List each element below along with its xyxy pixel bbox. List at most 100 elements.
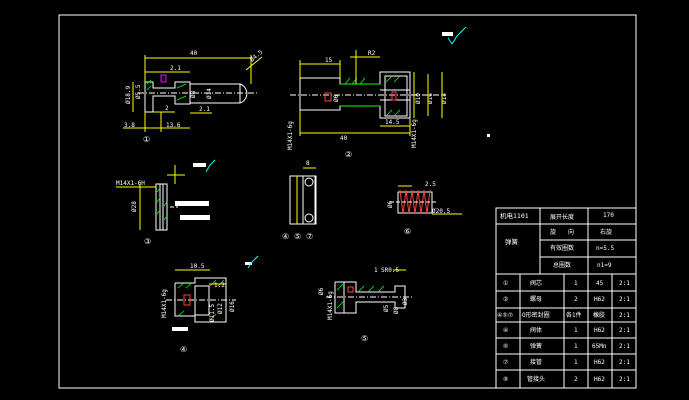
dim-dia-10: Ø10 <box>415 93 422 104</box>
pl-scale-4: 2:1 <box>619 327 630 334</box>
tb-row-value-4: n1=9 <box>597 262 612 269</box>
pl-scale-5: 2:1 <box>619 343 630 350</box>
dim-1-2: 1.2 <box>214 282 225 289</box>
pl-no-6: ⑦ <box>503 359 508 366</box>
pl-scale-2: 2:1 <box>619 296 630 303</box>
pl-no-5: ⑥ <box>503 343 508 350</box>
dim-dia-12: Ø12 <box>217 303 224 314</box>
dim-15: 15 <box>325 57 333 64</box>
tb-row-label-2: 旋 向 <box>550 228 574 236</box>
balloon-view-3: ③ <box>144 237 151 246</box>
dim-dia-5: Ø5 <box>383 304 390 312</box>
tb-class: 机电1101 <box>500 211 529 220</box>
pl-name-4: 阀体 <box>530 326 542 334</box>
dim-dia-8-joint: Ø8 <box>393 306 400 314</box>
dim-thread-m14-nut: M14X1-6H <box>116 180 145 187</box>
balloon-view-1: ① <box>143 135 150 144</box>
balloon-view-4: ④ ⑤ ⑦ <box>282 232 313 241</box>
dim-dia-6: Ø6 <box>333 94 340 102</box>
dim-2-1-top: 2.1 <box>170 65 181 72</box>
pl-scale-3: 2:1 <box>619 312 630 319</box>
dim-8: 8 <box>306 160 310 167</box>
dim-dia-16: Ø16 <box>427 93 434 104</box>
pl-qty-4: 1 <box>574 327 578 334</box>
dim-pitch-2-5: 2.5 <box>425 181 436 188</box>
pl-name-7: 管接头 <box>527 375 545 383</box>
view-spring: 2.5 Ø6 Ø20.5 ⑥ <box>387 181 462 236</box>
balloon-view-5: ⑥ <box>404 227 411 236</box>
pl-scale-1: 2:1 <box>619 280 630 287</box>
pl-no-7: ⑧ <box>503 376 508 383</box>
dim-dia-11-5: Ø11.5 <box>209 304 216 322</box>
pl-mat-6: H62 <box>594 359 605 366</box>
balloon-view-7: ⑤ <box>361 334 368 343</box>
pl-qty-5: 1 <box>574 343 578 350</box>
pl-mat-7: H62 <box>594 376 605 383</box>
dim-thread-m14-body: M14X1-6g <box>161 289 168 318</box>
dim-spring-dia-6: Ø6 <box>387 200 394 208</box>
dim-1: 1 <box>374 267 378 274</box>
tb-row-value-1: 170 <box>603 212 614 219</box>
dim-dia-14: Ø14 <box>206 88 213 99</box>
pl-mat-5: 65Mn <box>592 343 607 350</box>
dim-3-8: 3.8 <box>124 122 135 129</box>
dim-13-6: 13.6 <box>166 122 181 129</box>
pl-scale-6: 2:1 <box>619 359 630 366</box>
title-block: 机电1101 弹簧 展开长度 170 旋 向 右旋 有效圈数 n=5.5 总圈数… <box>495 207 637 389</box>
pl-no-4: ④ <box>503 327 508 334</box>
dim-length-40: 40 <box>190 50 198 57</box>
view-joint-assembly: 15 R2 M14X1-6g Ø6 Ø10 Ø16 Ø18 M14X1-6g 4… <box>287 50 448 159</box>
dim-dia-8: Ø8 <box>190 90 197 98</box>
pl-qty-2: 2 <box>574 296 578 303</box>
view-valve-body: 10.5 M14X1-6g 1.2 Ø16 Ø11.5 Ø12 ④ <box>161 255 259 354</box>
pl-name-5: 弹簧 <box>530 342 542 350</box>
pl-mat-1: 45 <box>596 280 604 287</box>
dim-dia-18-9: Ø18.9 <box>125 86 132 104</box>
dim-dia-28: Ø28 <box>131 201 138 212</box>
dim-sr-0-5: SR0.5 <box>381 267 399 274</box>
pl-no-1: ① <box>503 280 508 287</box>
pl-qty-3: 各1件 <box>566 311 582 319</box>
dim-thread-m14-right: M14X1-6g <box>411 119 418 148</box>
view-pipe-joint: 1 SR0.5 Ø6 M14X1-6g Ø5 Ø8 Ø3 ⑤ <box>318 267 412 343</box>
dim-2: 2 <box>165 105 169 112</box>
pl-qty-7: 2 <box>574 376 578 383</box>
dim-dia-3: Ø3 <box>402 297 409 305</box>
tb-row-value-3: n=5.5 <box>596 245 614 252</box>
tb-row-label-1: 展开长度 <box>550 213 574 221</box>
pl-name-3: O形密封圈 <box>522 311 550 319</box>
pl-no-2: ② <box>503 296 508 303</box>
pl-mat-4: H62 <box>594 327 605 334</box>
roughness-symbol-general <box>442 26 467 45</box>
dim-40-bottom: 40 <box>340 135 348 142</box>
view-o-ring: 8 ④ ⑤ ⑦ <box>282 160 317 241</box>
balloon-view-2: ② <box>345 150 352 159</box>
dim-dia-18: Ø18 <box>441 93 448 104</box>
dim-dia-6-joint: Ø6 <box>318 287 325 295</box>
dim-2-1-bottom: 2.1 <box>199 106 210 113</box>
pl-name-1: 阀芯 <box>530 279 542 287</box>
view-valve-core: 40 2.1 Ø4.5 Ø18.9 Ø5.5 Ø8 Ø14 2 2.1 3.8 … <box>123 49 265 144</box>
pl-name-6: 接管 <box>530 358 542 366</box>
tb-part-name: 弹簧 <box>505 237 519 246</box>
pl-qty-1: 1 <box>574 280 578 287</box>
pl-name-2: 螺母 <box>530 295 542 303</box>
tb-row-value-2: 右旋 <box>600 228 612 236</box>
speck-marker <box>487 134 490 137</box>
dim-dia-5-5: Ø5.5 <box>135 84 142 99</box>
dim-10-5: 10.5 <box>190 263 205 270</box>
pl-no-3: ④⑤⑦ <box>497 312 513 319</box>
tb-row-label-3: 有效圈数 <box>550 244 574 252</box>
dim-r2: R2 <box>368 50 376 57</box>
balloon-view-6: ④ <box>180 345 187 354</box>
pl-qty-6: 1 <box>574 359 578 366</box>
drawing-border <box>58 14 637 389</box>
pl-scale-7: 2:1 <box>619 376 630 383</box>
pl-mat-2: H62 <box>594 296 605 303</box>
pl-mat-3: 橡胶 <box>593 311 605 319</box>
dim-thread-m14-joint: M14X1-6g <box>327 291 334 320</box>
dim-14-5: 14.5 <box>385 119 400 126</box>
dim-thread-m14-left: M14X1-6g <box>287 121 294 150</box>
view-nut: M14X1-6H Ø28 ③ <box>116 159 216 246</box>
